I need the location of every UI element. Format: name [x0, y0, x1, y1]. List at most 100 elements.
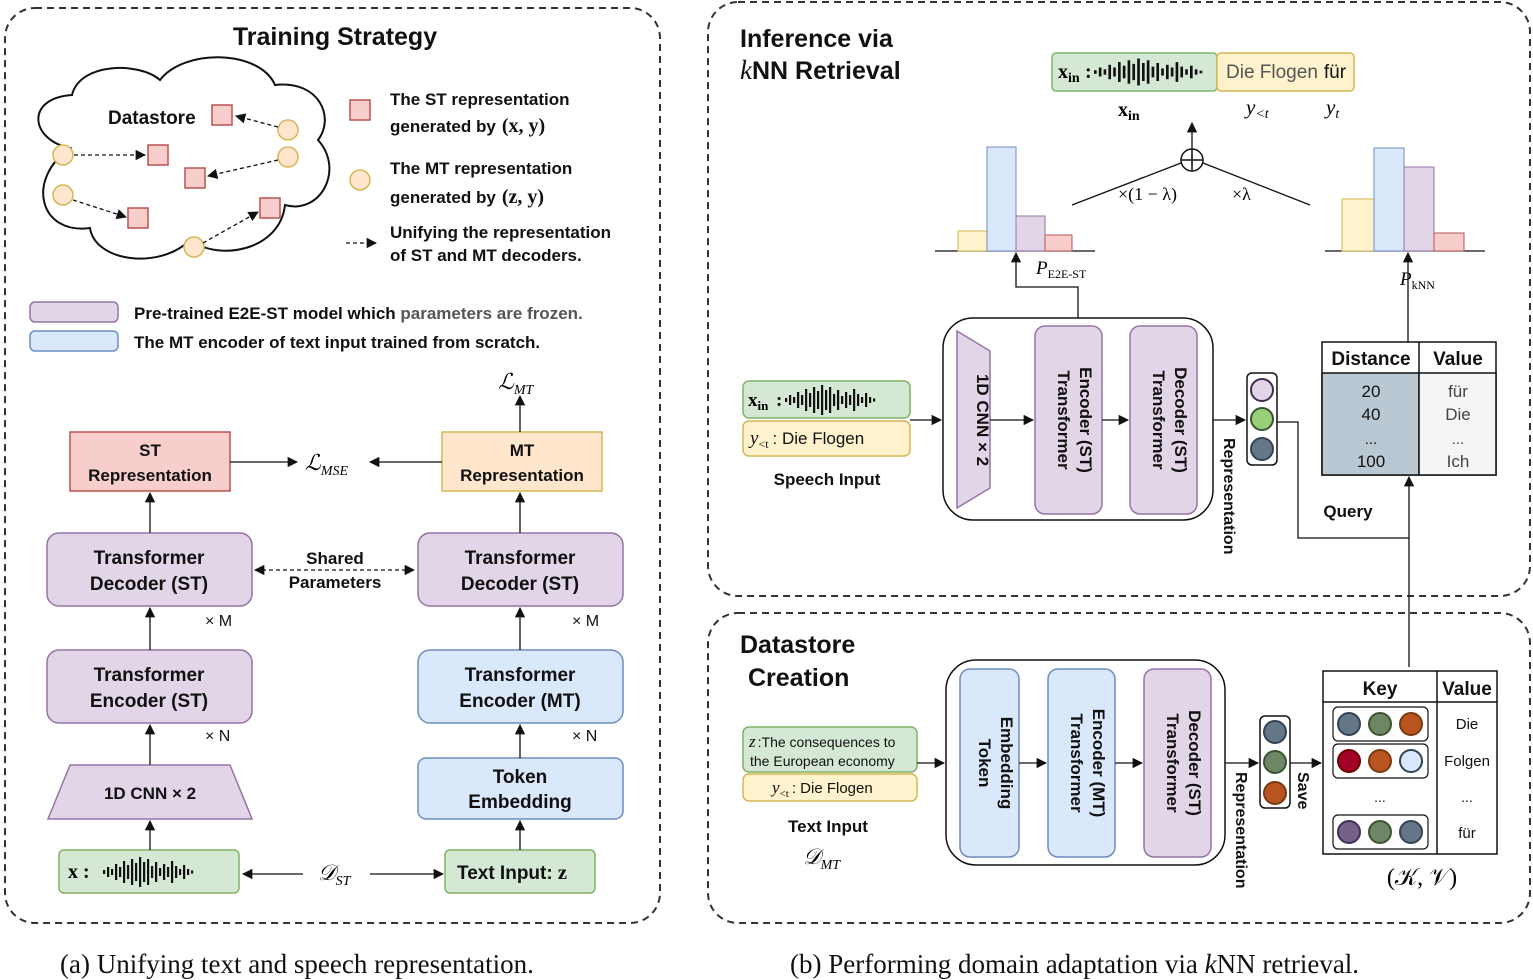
text-input-var: z [558, 860, 567, 884]
label-xin: x [1118, 99, 1128, 121]
creation-encoder-label: Transformer [1067, 713, 1086, 813]
svg-text:generated by(z, y): generated by(z, y) [390, 186, 544, 208]
svg-text:...: ... [1374, 789, 1386, 805]
legend-unify-line1: Unifying the representation [390, 223, 611, 242]
mt-rep-circle [277, 119, 299, 141]
z-var: z [748, 732, 756, 751]
svg-text:xin: xin [1058, 61, 1080, 86]
table-cell-distance: ... [1365, 431, 1378, 448]
query-connector [1277, 421, 1409, 539]
left-transformer-encoder [46, 649, 253, 724]
text-input-label: Text Input: [457, 863, 553, 884]
query-label: Query [1323, 502, 1373, 521]
ylt-var: y [770, 778, 780, 797]
speech-ylt-sub: <t [758, 437, 769, 451]
svg-text:generated by(x, y): generated by(x, y) [390, 115, 545, 137]
table-cell-distance: 40 [1362, 405, 1381, 424]
right-transformer-decoder [417, 532, 624, 607]
panel-inference: Inference via kNN Retrieval xin : Die Fl… [707, 1, 1531, 667]
legend-frozen-text: Pre-trained E2E-ST model which [134, 304, 400, 323]
legend-mt-math: (z, y) [502, 186, 544, 208]
svg-text:xin: xin [748, 390, 769, 413]
creation-decoder [1143, 668, 1212, 858]
datastore-title-2: Creation [748, 664, 849, 692]
left-encoder-times: × N [205, 728, 230, 745]
svg-text:PkNN: PkNN [1399, 269, 1435, 292]
svg-text:xin: xin [1118, 99, 1140, 124]
hist-bar [1044, 234, 1073, 252]
output-xin: x [1058, 61, 1068, 83]
weight-lambda: ×λ [1232, 184, 1251, 204]
data-st-sub: ST [336, 874, 352, 889]
svg-text:y<t: Die Flogen: y<t: Die Flogen [748, 428, 864, 451]
text-input-z-box [742, 726, 918, 773]
e2e-distribution-histogram [935, 146, 1095, 252]
left-cnn-label: 1D CNN × 2 [104, 784, 196, 803]
svg-text:PE2E-ST: PE2E-ST [1035, 258, 1087, 281]
hist-bar [986, 146, 1017, 252]
datastore-value: ... [1461, 789, 1473, 805]
hist-bar [1373, 147, 1405, 252]
speech-xin-sub: in [758, 398, 770, 413]
inference-decoder-label: Transformer [1149, 370, 1168, 470]
table-header-distance: Distance [1331, 349, 1410, 370]
hist-bar [1015, 215, 1046, 252]
mt-representation-label: MT [510, 441, 535, 460]
caption-b-k: k [1205, 949, 1218, 979]
svg-text:Text Input:z: Text Input:z [457, 860, 567, 884]
legend-scratch-swatch [29, 330, 119, 352]
inference-cnn-label: 1D CNN × 2 [973, 374, 992, 466]
key-value-set-label: (𝒦, 𝒱) [1387, 865, 1457, 891]
svg-text:z:The consequences to: z:The consequences to [748, 732, 896, 751]
caption-a: (a) Unifying text and speech representat… [60, 949, 534, 979]
loss-mt: ℒ [498, 369, 515, 394]
speech-ylt-var: y [748, 428, 759, 449]
creation-decoder-label: Transformer [1163, 713, 1182, 813]
mt-representation-label: Representation [460, 466, 584, 485]
caption-b-part2: NN retrieval. [1217, 949, 1359, 979]
legend-st-line2: generated by [390, 117, 496, 136]
inference-encoder-label: Encoder (ST) [1076, 367, 1095, 473]
output-xin-sub: in [1068, 71, 1080, 86]
speech-input-var: x : [68, 861, 90, 883]
legend-unify-line2: of ST and MT decoders. [390, 246, 582, 265]
hist-bar [1403, 166, 1435, 252]
creation-embedding-label: Token [975, 739, 994, 788]
token-embedding-label: Token [493, 767, 548, 788]
panel-training-strategy: Training Strategy Datastore The ST repre… [4, 7, 661, 924]
svg-text:y<t: Die Flogen: y<t: Die Flogen [770, 778, 873, 800]
legend-st-line1: The ST representation [390, 90, 569, 109]
inference-title-k: k [740, 55, 753, 85]
table-cell-distance: 20 [1362, 382, 1381, 401]
svg-text:kNN Retrieval: kNN Retrieval [740, 55, 901, 85]
inference-representation-label: Representation [1220, 438, 1237, 554]
p-e2e-sub: E2E-ST [1048, 267, 1087, 281]
legend-st-square [349, 99, 371, 121]
left-encoder-label: Transformer [94, 665, 205, 686]
training-strategy-title: Training Strategy [233, 23, 437, 51]
inference-decoder-label: Decoder (ST) [1171, 367, 1190, 473]
panel-datastore-creation: Datastore Creation z:The consequences to… [707, 612, 1531, 924]
left-cnn-trapezoid [46, 764, 254, 820]
label-ylt: y [1244, 95, 1256, 119]
data-st: 𝒟 [318, 860, 340, 885]
st-rep-square [147, 144, 169, 166]
inference-encoder-label: Transformer [1054, 370, 1073, 470]
output-text-box [1216, 52, 1355, 92]
left-decoder-label: Transformer [94, 548, 205, 569]
creation-encoder-label: Encoder (MT) [1089, 709, 1108, 818]
st-rep-square [127, 207, 149, 229]
legend-scratch-text: The MT encoder of text input trained fro… [134, 333, 540, 352]
legend-mt-circle [349, 169, 371, 191]
right-decoder-times: × M [572, 613, 599, 630]
right-encoder-label: Encoder (MT) [459, 691, 580, 712]
right-transformer-encoder [417, 649, 624, 724]
st-representation-label: ST [139, 441, 161, 460]
right-encoder-times: × N [572, 728, 597, 745]
table-cell-value: Die [1445, 405, 1471, 424]
hist-bar [1433, 232, 1465, 252]
legend-frozen-gray: parameters are frozen. [400, 304, 582, 323]
svg-text:Pre-trained E2E-ST model which: Pre-trained E2E-ST model which parameter… [134, 304, 583, 323]
data-mt: 𝒟 [803, 844, 825, 869]
inference-title-2: NN Retrieval [752, 57, 901, 85]
